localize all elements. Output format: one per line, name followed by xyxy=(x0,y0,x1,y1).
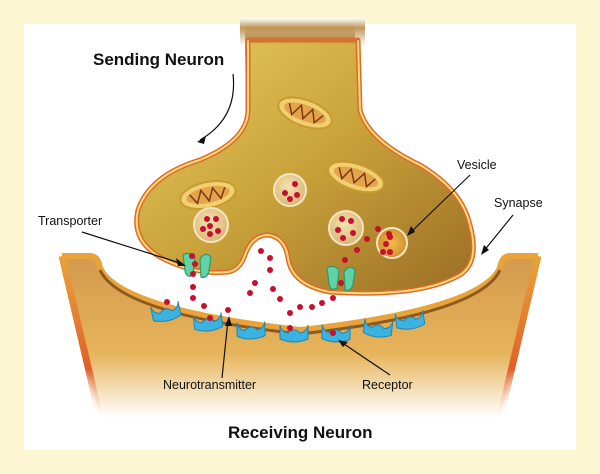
neurotransmitter-molecule xyxy=(225,307,231,313)
neurotransmitter-molecule xyxy=(342,257,348,263)
neurotransmitter-molecule xyxy=(287,325,293,331)
neurotransmitters xyxy=(164,226,393,336)
neurotransmitter-molecule xyxy=(190,295,196,301)
receptor-protein xyxy=(362,318,394,338)
vesicle-arrow xyxy=(409,174,471,234)
neurotransmitter-molecule xyxy=(309,304,315,310)
neurotransmitter-molecule xyxy=(387,234,393,240)
neurotransmitter-molecule xyxy=(190,271,196,277)
neurotransmitter-molecule xyxy=(270,286,276,292)
neurotransmitter-molecule xyxy=(192,261,198,267)
neurotransmitter-label: Neurotransmitter xyxy=(163,378,257,392)
neurotransmitter-molecule xyxy=(354,247,360,253)
receptor-protein xyxy=(321,324,351,343)
receptors xyxy=(150,301,426,343)
neurotransmitter-molecule xyxy=(207,315,213,321)
receiving-neuron-label: Receiving Neuron xyxy=(228,423,373,442)
neurotransmitter-molecule xyxy=(247,290,253,296)
mitochondrion xyxy=(277,96,333,130)
neurotransmitter-molecule xyxy=(364,236,370,242)
vesicle xyxy=(328,210,364,246)
neurotransmitter-molecule xyxy=(319,300,325,306)
neurotransmitter-molecule xyxy=(258,248,264,254)
neurotransmitter-molecule xyxy=(267,255,273,261)
neurotransmitter-molecule xyxy=(190,284,196,290)
receptor-protein xyxy=(192,312,224,332)
receptor-protein xyxy=(279,324,309,343)
neurotransmitter-molecule xyxy=(330,295,336,301)
vesicle xyxy=(193,207,229,243)
neurotransmitter-molecule xyxy=(297,304,303,310)
receptor-label: Receptor xyxy=(362,378,413,392)
transporter-arrow xyxy=(81,231,184,265)
receptor-protein xyxy=(236,321,266,340)
neurotransmitter-molecule xyxy=(201,303,207,309)
mitochondrion xyxy=(327,160,385,194)
neurotransmitter-molecule xyxy=(330,330,336,336)
synapse-label: Synapse xyxy=(494,196,543,210)
neurotransmitter-molecule xyxy=(287,310,293,316)
receptor-arrow xyxy=(340,341,391,376)
receptor-protein xyxy=(150,301,182,323)
neurotransmitter-molecule xyxy=(189,253,195,259)
neurotransmitter-molecule xyxy=(267,267,273,273)
sending-neuron-label: Sending Neuron xyxy=(93,50,225,69)
transporter-protein xyxy=(326,265,356,291)
receptor-protein xyxy=(394,310,426,330)
neurotransmitter-molecule xyxy=(164,299,170,305)
neurotransmitter-molecule xyxy=(375,226,381,232)
arrowheads xyxy=(176,136,489,347)
vesicle xyxy=(273,173,307,207)
vesicle-label: Vesicle xyxy=(457,158,497,172)
neurotransmitter-arrow xyxy=(221,319,229,379)
neurotransmitter-molecule xyxy=(380,249,386,255)
sending-neuron-arrow xyxy=(199,73,235,141)
synapse-arrow xyxy=(482,214,514,253)
transporter-label: Transporter xyxy=(38,214,103,228)
transporter-protein xyxy=(182,252,212,278)
leader-lines xyxy=(81,73,514,379)
neurotransmitter-molecule xyxy=(338,280,344,286)
neurotransmitter-molecule xyxy=(277,296,283,302)
neurotransmitter-molecule xyxy=(252,280,258,286)
